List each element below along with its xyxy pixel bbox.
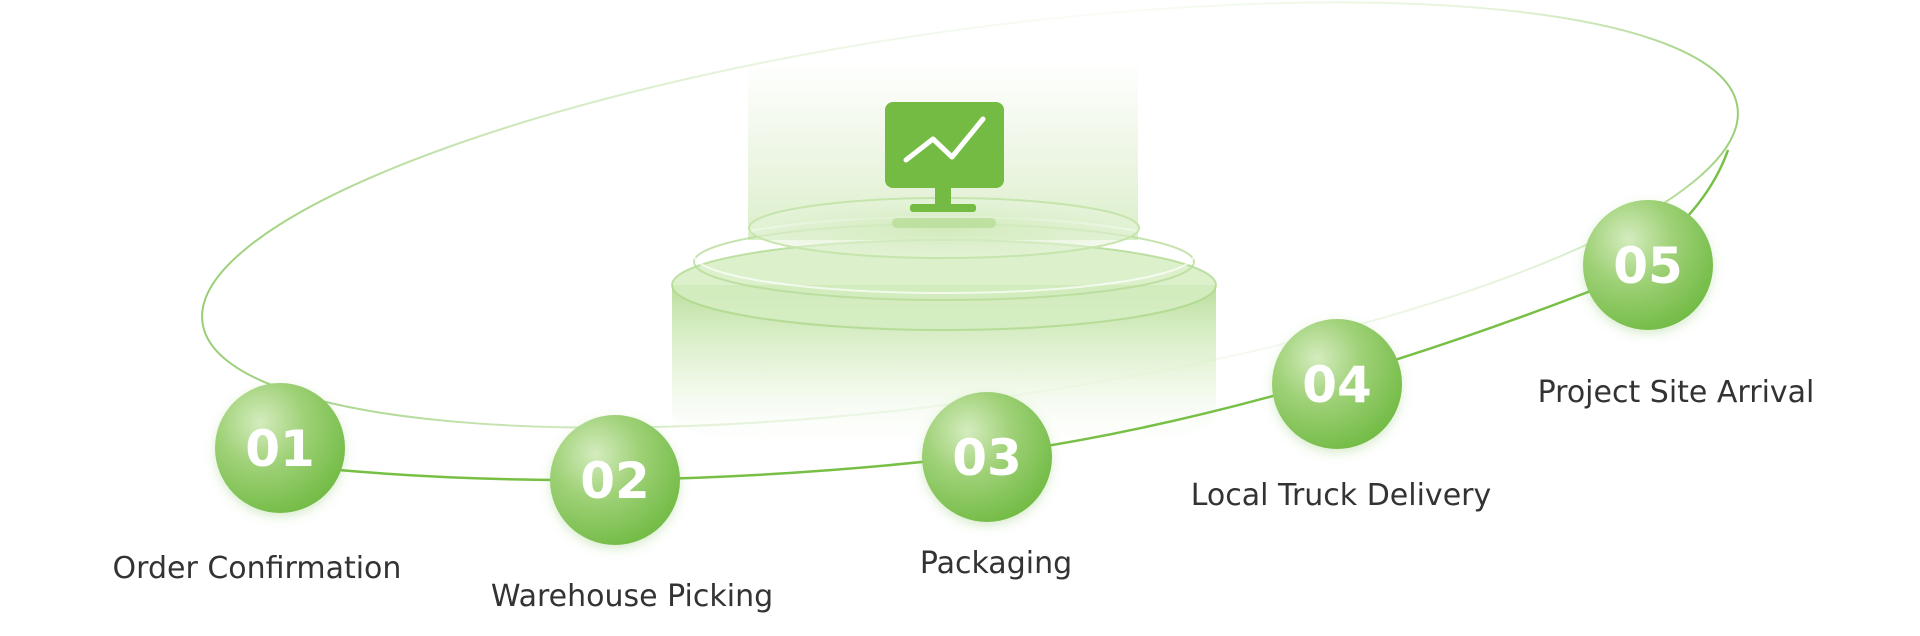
- step-label: Packaging: [920, 546, 1072, 581]
- step-number: 05: [1613, 237, 1683, 295]
- step-label: Project Site Arrival: [1538, 375, 1815, 410]
- step-label: Order Confirmation: [113, 551, 402, 586]
- step-number: 03: [952, 429, 1022, 487]
- step-node: [922, 392, 1052, 522]
- step-label: Local Truck Delivery: [1191, 478, 1491, 513]
- step-number: 04: [1302, 356, 1372, 414]
- step-node: [215, 383, 345, 513]
- monitor-chart-icon: [885, 102, 1004, 212]
- step-node: [1272, 319, 1402, 449]
- step-label: Warehouse Picking: [491, 579, 773, 614]
- step-number: 02: [580, 452, 650, 510]
- step-node: [550, 415, 680, 545]
- step-number: 01: [245, 420, 315, 478]
- platform-cylinder: [671, 197, 1217, 457]
- step-node: [1583, 200, 1713, 330]
